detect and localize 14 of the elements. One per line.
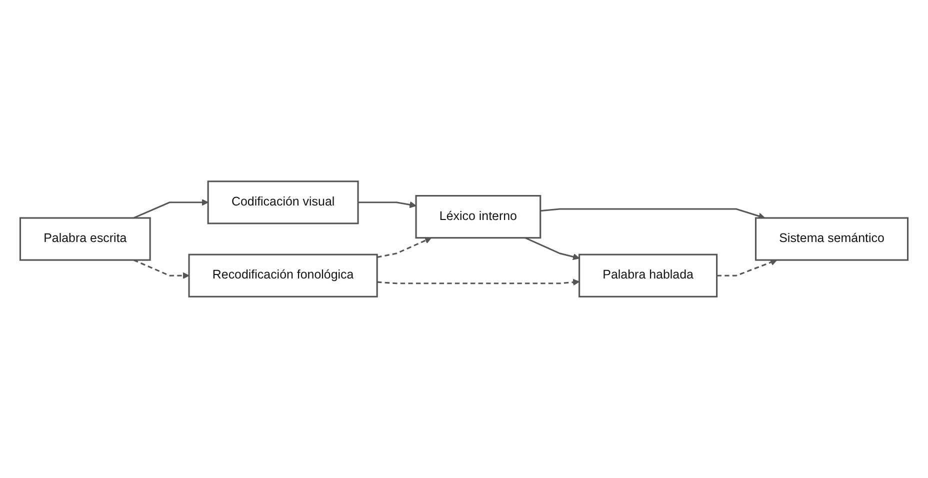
arrow	[133, 259, 190, 280]
node-box: Recodificación fonológica	[188, 254, 378, 298]
arrow	[540, 208, 766, 220]
node-box: Sistema semántico	[754, 217, 909, 261]
node-box: Palabra escrita	[19, 217, 151, 261]
arrow	[524, 237, 580, 260]
arrow	[133, 198, 208, 219]
node-box: Palabra hablada	[578, 254, 718, 298]
arrow	[358, 201, 416, 208]
node-box: Codificación visual	[207, 180, 359, 224]
arrow	[376, 237, 432, 258]
arrow	[377, 278, 580, 286]
node-box: Léxico interno	[415, 195, 542, 239]
arrow	[716, 259, 778, 276]
